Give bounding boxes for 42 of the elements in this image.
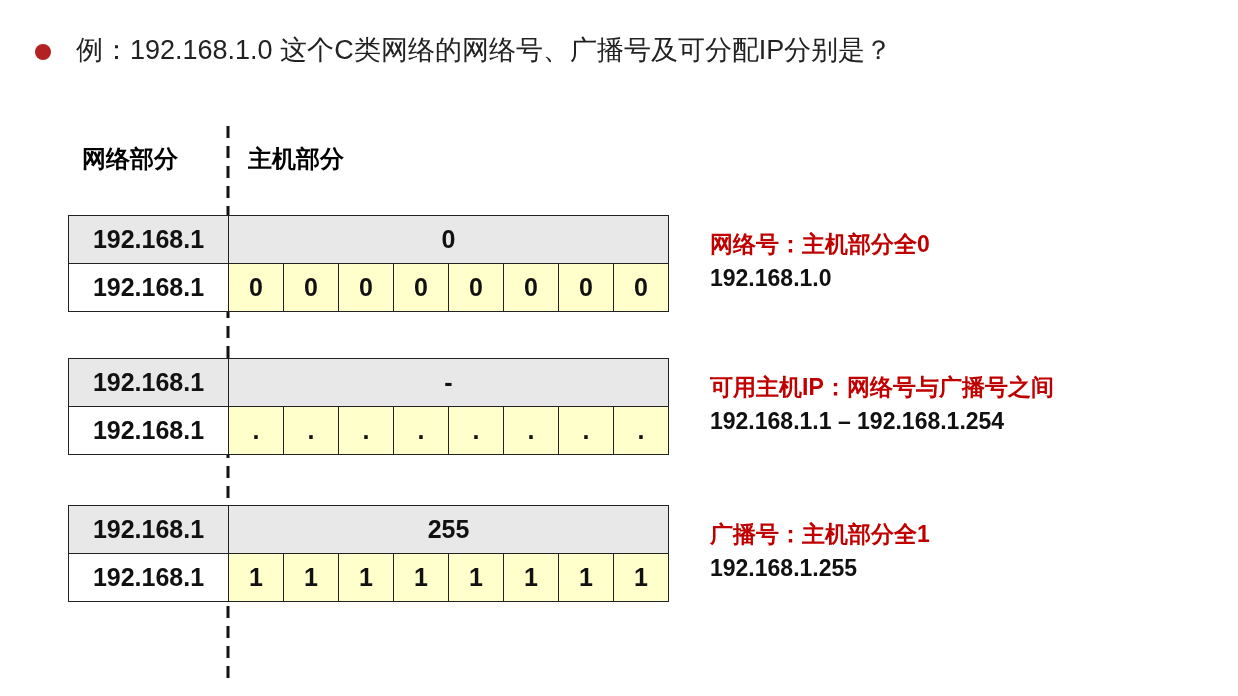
table-cell: 1 <box>283 553 339 602</box>
table-cell: 0 <box>558 263 614 312</box>
table-cell: 0 <box>228 263 284 312</box>
table-cell: 0 <box>448 263 504 312</box>
table-cell: 192.168.1 <box>68 358 229 407</box>
table-cell: 192.168.1 <box>68 406 229 455</box>
table-cell: 0 <box>613 263 669 312</box>
table-cell: . <box>338 406 394 455</box>
table-cell: . <box>448 406 504 455</box>
table-cell: 0 <box>503 263 559 312</box>
table-cell: 1 <box>448 553 504 602</box>
table-cell: 255 <box>228 505 669 554</box>
table-cell: . <box>228 406 284 455</box>
note-heading: 可用主机IP：网络号与广播号之间 <box>710 373 1054 402</box>
table-cell: 0 <box>393 263 449 312</box>
table-cell: 192.168.1 <box>68 553 229 602</box>
ip-address: 192.168.1.0 <box>710 265 832 292</box>
table-cell: 192.168.1 <box>68 215 229 264</box>
table-cell: 192.168.1 <box>68 505 229 554</box>
table-cell: . <box>503 406 559 455</box>
table-cell: 192.168.1 <box>68 263 229 312</box>
ip-address: 192.168.1.255 <box>710 555 858 582</box>
title: 例：192.168.1.0 这个C类网络的网络号、广播号及可分配IP分别是？ <box>76 34 893 67</box>
table-cell: - <box>228 358 669 407</box>
table-cell: 1 <box>393 553 449 602</box>
note-heading: 广播号：主机部分全1 <box>710 520 930 549</box>
ip-address: 192.168.1.1 – 192.168.1.254 <box>710 408 1005 435</box>
table-cell: 0 <box>283 263 339 312</box>
table-cell: . <box>558 406 614 455</box>
table-cell: 1 <box>558 553 614 602</box>
note-heading: 网络号：主机部分全0 <box>710 230 930 259</box>
table-cell: . <box>613 406 669 455</box>
table-cell: . <box>283 406 339 455</box>
table-cell: . <box>393 406 449 455</box>
column-header: 主机部分 <box>248 144 344 174</box>
table-cell: 1 <box>338 553 394 602</box>
column-header: 网络部分 <box>82 144 178 174</box>
table-cell: 1 <box>613 553 669 602</box>
table-cell: 0 <box>228 215 669 264</box>
table-cell: 0 <box>338 263 394 312</box>
table-cell: 1 <box>228 553 284 602</box>
table-cell: 1 <box>503 553 559 602</box>
